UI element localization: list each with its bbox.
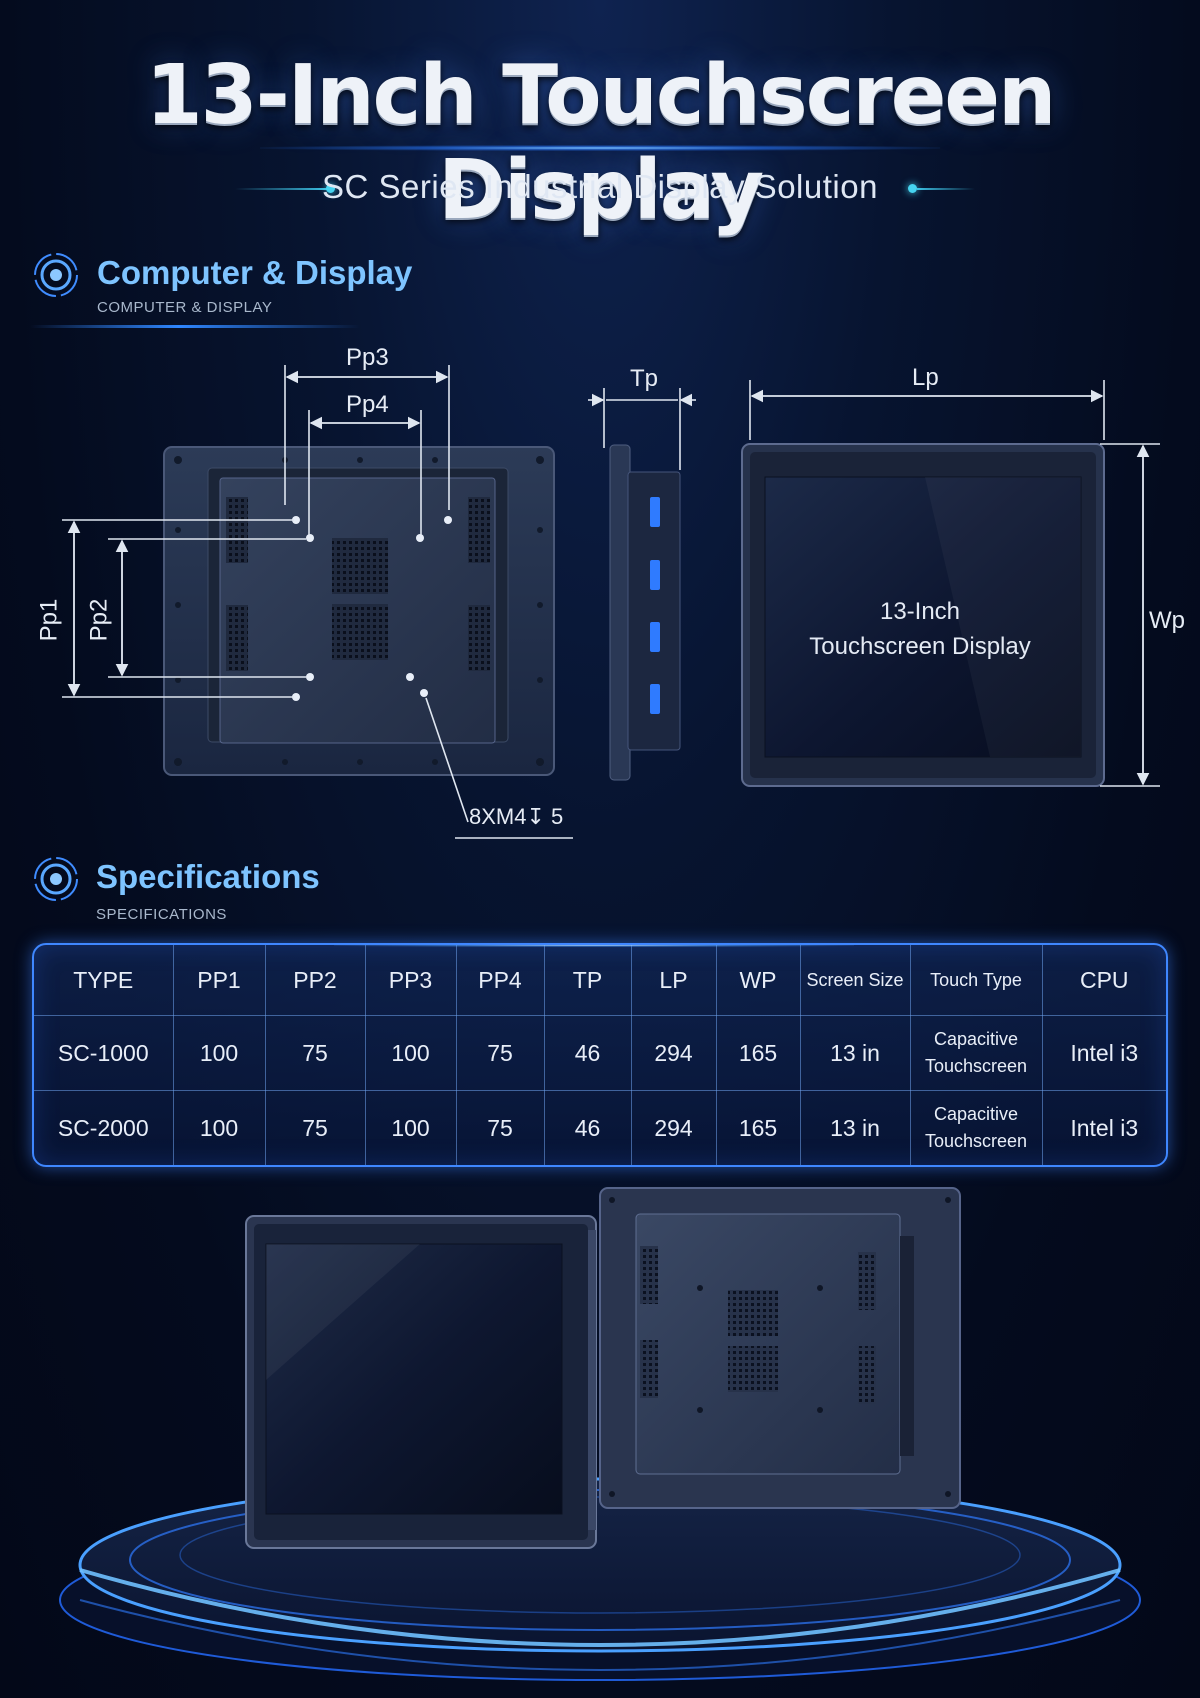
subtitle-row: SC Series Industrial Display Solution: [0, 168, 1200, 212]
table-cell: Intel i3: [1041, 1014, 1166, 1092]
screw-spec-label: 8XM4↧ 5: [469, 804, 564, 829]
table-row: SC-2000 100 75 100 75 46 294 165 13 in C…: [34, 1090, 1166, 1165]
table-cell: 165: [715, 1014, 801, 1092]
hero-front-unit: [245, 1215, 597, 1549]
spec-table: TYPE PP1 PP2 PP3 PP4 TP LP WP Screen Siz…: [34, 945, 1166, 1165]
screen-label-line2: Touchscreen Display: [809, 633, 1031, 660]
screen-label-line1: 13-Inch: [879, 598, 961, 625]
table-cell: 46: [543, 1090, 632, 1165]
table-cell: 13 in: [799, 1090, 911, 1165]
table-cell: 100: [172, 1090, 266, 1165]
back-view-panel: [163, 446, 555, 776]
subtitle-left-line: [235, 188, 327, 190]
section-subtitle-display: COMPUTER & DISPLAY: [97, 299, 273, 316]
page-subtitle: SC Series Industrial Display Solution: [322, 168, 878, 205]
dim-label-wp: Wp: [1149, 607, 1185, 634]
product-hero-illustration: [59, 1187, 1141, 1681]
table-cell-touch: Capacitive Touchscreen: [909, 1014, 1043, 1092]
section-title-display: Computer & Display: [97, 254, 413, 291]
table-cell: Intel i3: [1041, 1090, 1166, 1165]
table-cell: SC-2000: [34, 1090, 174, 1165]
table-cell: 100: [364, 1090, 457, 1165]
spec-table-container: TYPE PP1 PP2 PP3 PP4 TP LP WP Screen Siz…: [32, 943, 1168, 1167]
target-icon: [34, 253, 78, 297]
table-header: WP: [715, 945, 801, 1016]
target-icon: [34, 857, 78, 901]
touch-line2: Touchscreen: [924, 1056, 1028, 1077]
table-cell: 100: [172, 1014, 266, 1092]
table-row: SC-1000 100 75 100 75 46 294 165 13 in C…: [34, 1014, 1166, 1092]
dimension-diagram: [62, 365, 1160, 839]
table-cell: 46: [543, 1014, 632, 1092]
dim-label-pp4: Pp4: [346, 391, 389, 418]
table-header: PP3: [364, 945, 457, 1016]
table-header: LP: [630, 945, 717, 1016]
subtitle-left-dot: [326, 184, 335, 193]
table-header: PP4: [455, 945, 545, 1016]
table-cell: 294: [630, 1014, 717, 1092]
section-subtitle-specs: SPECIFICATIONS: [96, 906, 227, 923]
title-glow-line: [260, 145, 940, 151]
table-cell: SC-1000: [34, 1014, 174, 1092]
table-cell: 100: [364, 1014, 457, 1092]
table-header-row: TYPE PP1 PP2 PP3 PP4 TP LP WP Screen Siz…: [34, 945, 1166, 1016]
table-header: CPU: [1041, 945, 1166, 1016]
dim-label-lp: Lp: [912, 364, 939, 391]
page-title: 13-Inch Touchscreen Display: [145, 48, 1057, 238]
table-header: PP1: [172, 945, 266, 1016]
table-header: TP: [543, 945, 632, 1016]
screen-label: 13-Inch Touchscreen Display: [770, 594, 1070, 664]
touch-line1: Capacitive: [933, 1029, 1019, 1050]
section-underline-display: [30, 325, 360, 328]
table-header: TYPE: [34, 945, 174, 1016]
section-title-specs: Specifications: [96, 858, 320, 895]
touch-line1: Capacitive: [933, 1104, 1019, 1125]
table-cell: 75: [264, 1014, 366, 1092]
subtitle-right-line: [917, 188, 975, 190]
front-view-panel: [741, 443, 1105, 787]
table-cell: 165: [715, 1090, 801, 1165]
subtitle-right-dot: [908, 184, 917, 193]
table-header: Screen Size: [799, 945, 911, 1016]
dim-label-pp3: Pp3: [346, 344, 389, 371]
table-header: Touch Type: [909, 945, 1043, 1016]
table-header: PP2: [264, 945, 366, 1016]
dim-label-pp1: Pp1: [35, 598, 63, 642]
table-cell: 75: [455, 1090, 545, 1165]
side-view-panel: [609, 444, 681, 781]
table-cell: 75: [264, 1090, 366, 1165]
hero-back-unit: [599, 1187, 961, 1509]
table-cell: 75: [455, 1014, 545, 1092]
dim-label-pp2: Pp2: [85, 598, 113, 642]
table-cell: 294: [630, 1090, 717, 1165]
table-cell: 13 in: [799, 1014, 911, 1092]
touch-line2: Touchscreen: [924, 1131, 1028, 1152]
dim-label-tp: Tp: [630, 365, 659, 392]
table-cell-touch: Capacitive Touchscreen: [909, 1090, 1043, 1165]
